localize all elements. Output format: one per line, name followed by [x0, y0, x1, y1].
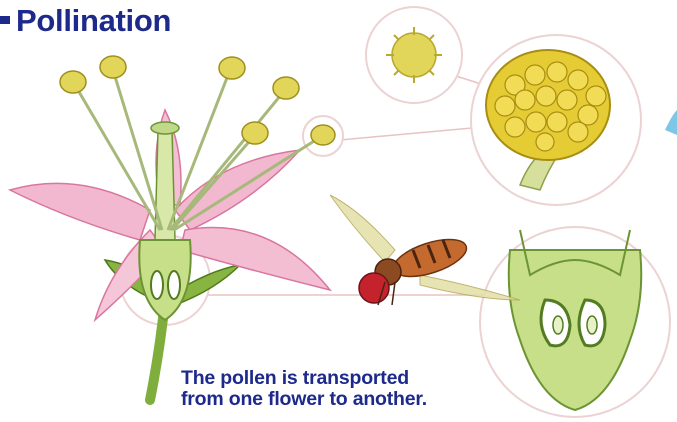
caption: The pollen is transported from one flowe…: [181, 368, 427, 410]
flower-illustration: [10, 56, 335, 400]
ovary-closeup-callout: [480, 227, 670, 417]
caption-line-1: The pollen is transported: [181, 368, 427, 389]
pollen-grain-icon: [386, 27, 442, 83]
title-bullet-icon: [0, 16, 10, 24]
anther-closeup-callout: [471, 35, 641, 205]
pollen-grain-callout: [366, 7, 462, 103]
edge-fragment: [665, 110, 677, 135]
title-block: Pollination: [0, 0, 171, 40]
page-title: Pollination: [16, 5, 171, 36]
caption-line-2: from one flower to another.: [181, 389, 427, 410]
